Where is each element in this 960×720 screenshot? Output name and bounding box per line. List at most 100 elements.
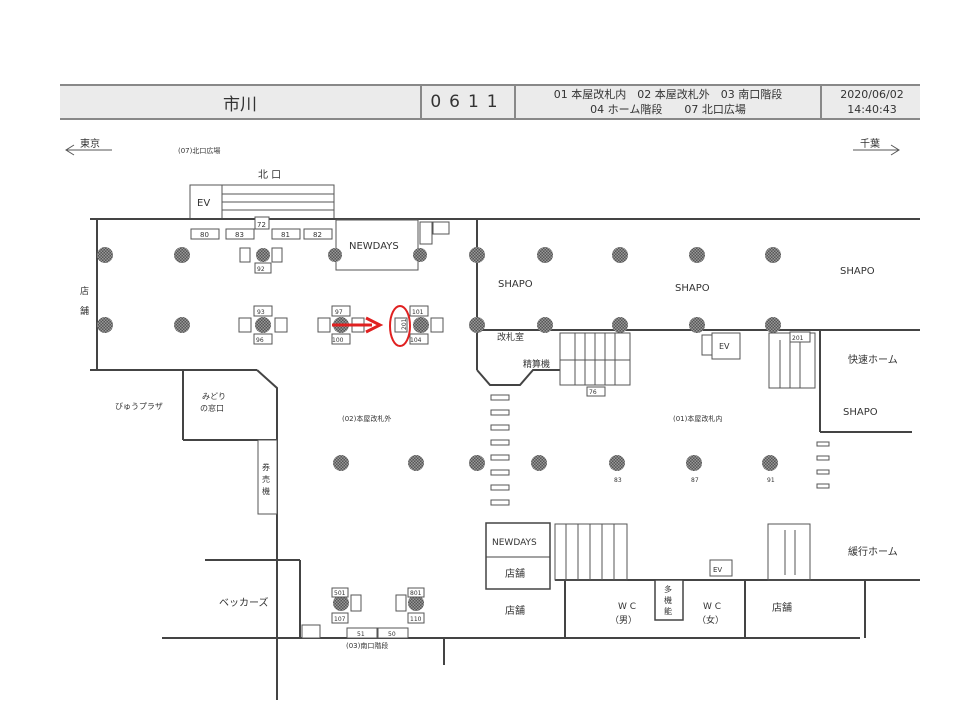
ticket-machine xyxy=(257,439,278,515)
ev-inside-device xyxy=(701,334,713,356)
ticket-machine-label-1: 券 xyxy=(262,462,270,472)
timestamp: 2020/06/02 14:40:43 xyxy=(820,86,922,118)
newdays-north-label: NEWDAYS xyxy=(349,241,399,252)
svg-text:96: 96 xyxy=(256,337,264,344)
cd-box-2 xyxy=(432,221,450,235)
south-platform-stairs xyxy=(554,523,628,581)
shop-south-1: 店舗 xyxy=(505,567,525,580)
ticket-machine-label-2: 売 xyxy=(262,474,270,484)
label-inside-gate: (01)本屋改札内 xyxy=(673,414,722,423)
view-plaza-label: びゅうプラザ xyxy=(115,402,163,411)
label-north-plaza: (07)北口広場 xyxy=(178,146,220,155)
ev-south-label: EV xyxy=(713,566,722,574)
ev-south xyxy=(709,559,733,577)
local-stairs xyxy=(767,523,811,581)
svg-text:能: 能 xyxy=(664,606,672,616)
direction-chiba: 千葉 xyxy=(853,137,900,156)
shop-left-2: 舗 xyxy=(80,305,89,317)
svg-text:100: 100 xyxy=(332,337,344,344)
svg-text:101: 101 xyxy=(412,309,424,316)
header-bar: 市川 0611 01 本屋改札内 02 本屋改札外 03 南口階段 04 ホーム… xyxy=(60,84,920,120)
svg-text:501: 501 xyxy=(334,590,346,597)
rapid-platform-label: 快速ホーム xyxy=(848,354,898,366)
svg-text:801: 801 xyxy=(410,590,422,597)
red-arrow-icon xyxy=(365,316,384,334)
label-outside-gate: (02)本屋改札外 xyxy=(342,414,391,423)
station-name: 市川 xyxy=(223,94,257,115)
gate-stairs xyxy=(559,332,631,397)
shapo-2: SHAPO xyxy=(675,283,710,294)
device-cluster-labels: 92 93 96 97 100 101 104 xyxy=(256,266,424,344)
newdays-north xyxy=(335,219,419,271)
midori-label-1: みどり xyxy=(202,392,226,401)
north-stairs xyxy=(221,184,335,220)
cd-south xyxy=(301,624,321,639)
date: 2020/06/02 xyxy=(840,88,904,101)
shapo-1: SHAPO xyxy=(498,279,533,290)
wc-women-label: W C xyxy=(703,602,721,612)
rapid-stairs-201: 201 xyxy=(792,335,804,342)
arrow-right-icon xyxy=(890,144,900,156)
gate-line xyxy=(490,394,830,506)
ticket-machine-label-3: 機 xyxy=(262,486,270,496)
ev-inside xyxy=(711,332,741,360)
svg-text:72: 72 xyxy=(257,221,266,229)
svg-text:多: 多 xyxy=(664,584,672,594)
fare-adjust-label: 精算機 xyxy=(523,358,550,370)
walls xyxy=(90,218,920,700)
svg-text:110: 110 xyxy=(410,616,422,623)
svg-text:80: 80 xyxy=(200,231,209,239)
area-legend: 01 本屋改札内 02 本屋改札外 03 南口階段 04 ホーム階段 07 北口… xyxy=(514,86,820,118)
label-south-stairs: (03)南口階段 xyxy=(346,641,388,650)
multi-purpose-room xyxy=(654,579,684,621)
north-device-row: 80 83 72 81 82 xyxy=(190,216,333,240)
red-circle-icon xyxy=(389,305,411,347)
local-platform-label: 緩行ホーム xyxy=(848,545,898,558)
ev-north-label: EV xyxy=(197,198,210,209)
time: 14:40:43 xyxy=(847,103,897,116)
shop-south-3: 店舗 xyxy=(772,601,792,614)
direction-tokyo: 東京 xyxy=(65,137,112,156)
svg-text:51: 51 xyxy=(357,631,365,638)
svg-text:83: 83 xyxy=(235,231,244,239)
shapo-3: SHAPO xyxy=(840,266,875,277)
arrow-left-icon xyxy=(65,144,75,156)
south-clusters xyxy=(331,587,425,639)
svg-text:93: 93 xyxy=(257,309,265,316)
newdays-south xyxy=(485,522,551,590)
gate-stairs-76: 76 xyxy=(589,389,597,396)
south-cluster-labels: 501 107 801 110 51 50 xyxy=(334,590,422,638)
svg-text:81: 81 xyxy=(281,231,290,239)
svg-text:104: 104 xyxy=(410,337,422,344)
device-clusters xyxy=(238,247,444,345)
wc-women-sub: （女） xyxy=(697,614,724,626)
pillars xyxy=(97,247,781,611)
svg-text:107: 107 xyxy=(334,616,346,623)
station-code: 0611 xyxy=(420,86,514,118)
svg-text:機: 機 xyxy=(664,595,672,605)
inside-cluster-labels: 83 87 91 xyxy=(614,477,775,484)
newdays-south-label: NEWDAYS xyxy=(492,538,537,548)
label-north-exit: 北 口 xyxy=(258,169,281,181)
wc-men-sub: （男） xyxy=(610,615,637,626)
rapid-stairs xyxy=(768,331,816,389)
highlight-annotation: 201 xyxy=(332,305,411,347)
area-legend-line2: 04 ホーム階段 07 北口広場 xyxy=(590,103,746,116)
shop-left-1: 店 xyxy=(80,285,89,297)
shop-south-2: 店舗 xyxy=(505,604,525,617)
svg-text:97: 97 xyxy=(335,309,343,316)
ev-inside-label: EV xyxy=(719,342,730,351)
wc-men-label: W C xyxy=(618,602,636,612)
midori-label-2: の窓口 xyxy=(200,403,224,413)
svg-text:50: 50 xyxy=(388,631,396,638)
highlighted-device: 201 xyxy=(401,318,408,330)
gate-office-label: 改札室 xyxy=(497,331,524,343)
cd-box-1 xyxy=(419,221,433,245)
becker-label: ベッカーズ xyxy=(219,596,269,609)
direction-right-label: 千葉 xyxy=(860,137,880,150)
svg-text:82: 82 xyxy=(313,231,322,239)
svg-text:83: 83 xyxy=(614,477,622,484)
area-legend-line1: 01 本屋改札内 02 本屋改札外 03 南口階段 xyxy=(553,88,783,101)
svg-text:91: 91 xyxy=(767,477,775,484)
